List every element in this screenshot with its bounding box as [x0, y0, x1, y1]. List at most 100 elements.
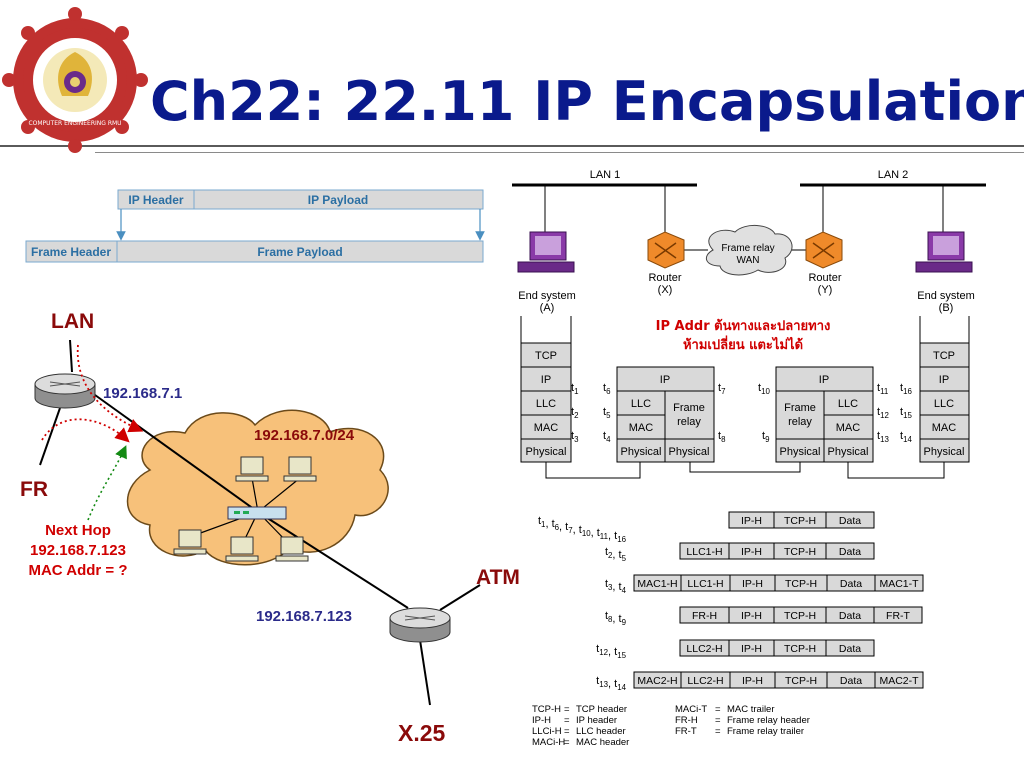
frame-relay-cloud: Frame relay WAN [705, 225, 793, 276]
y-mac: MAC [836, 422, 861, 434]
frame-bar: Frame Header Frame Payload [25, 240, 484, 263]
legend-abbr: FR-H [675, 715, 698, 726]
time-mark-t13: t13 [877, 430, 889, 444]
router-y-icon [805, 231, 843, 269]
x-fr-line1: Frame [673, 402, 705, 414]
lan2-label: LAN 2 [878, 169, 909, 181]
pdu-cell-label: IP-H [742, 578, 763, 590]
y-llc: LLC [838, 398, 858, 410]
atm-label: ATM [476, 566, 520, 589]
b-llc: LLC [934, 398, 954, 410]
end-a-line2: (A) [540, 302, 555, 314]
y-fr-physical: Physical [780, 446, 821, 458]
time-mark-t14: t14 [900, 430, 912, 444]
pdu-cell-label: MAC2-T [879, 675, 919, 687]
time-mark-t9: t9 [762, 430, 770, 444]
next-hop-line3: MAC Addr = ? [28, 562, 127, 579]
legend-abbr: LLCi-H [532, 726, 562, 737]
time-mark-t5: t5 [603, 406, 611, 420]
time-mark-t7: t7 [718, 382, 725, 396]
pdu-row-label: t12, t15 [596, 643, 626, 660]
router1-ip-label: 192.168.7.1 [103, 385, 182, 402]
legend-eq: = [715, 704, 721, 715]
pdu-cell-label: MAC2-H [637, 675, 677, 687]
legend-abbr: MACi-H [532, 737, 565, 748]
x-mac: MAC [629, 422, 654, 434]
pdu-cell-label: MAC1-H [637, 578, 677, 590]
pdu-cell-label: TCP-H [784, 515, 816, 527]
y-physical: Physical [828, 446, 869, 458]
x-llc: LLC [631, 398, 651, 410]
ip-addr-note-line2: ห้ามเปลี่ยน แตะไม่ได้ [683, 335, 803, 353]
x-physical: Physical [621, 446, 662, 458]
a-tcp: TCP [535, 350, 557, 362]
fr-wan-line1: Frame relay [721, 243, 774, 254]
pdu-cell [825, 542, 875, 560]
pdu-cell-label: TCP-H [784, 610, 816, 622]
pdu-cell-label: Data [839, 610, 861, 622]
pdu-row-label: t3, t4 [605, 578, 627, 595]
legend-desc: LLC header [576, 726, 626, 737]
router-icon-left [34, 373, 96, 409]
b-ip: IP [939, 374, 949, 386]
pdu-cell-label: IP-H [742, 675, 763, 687]
stack-end-b: TCP IP LLC MAC Physical [919, 342, 970, 463]
time-mark-t6: t6 [603, 382, 611, 396]
pdu-cell-label: IP-H [741, 546, 762, 558]
time-mark-t3: t3 [571, 430, 579, 444]
pdu-cell-label: LLC2-H [687, 675, 723, 687]
pdu-cell-label: LLC2-H [686, 643, 722, 655]
pdu-cell [873, 606, 923, 624]
end-b-line1: End system [917, 290, 974, 302]
pdu-cell [825, 639, 875, 657]
next-hop-line2: 192.168.7.123 [30, 542, 126, 559]
legend-eq: = [564, 737, 570, 748]
pdu-cell-label: IP-H [741, 610, 762, 622]
router-y-line2: (Y) [818, 284, 833, 296]
legend-desc: Frame relay header [727, 715, 810, 726]
time-mark-t2: t2 [571, 406, 578, 420]
end-a-line1: End system [518, 290, 575, 302]
end-b-line2: (B) [939, 302, 954, 314]
a-physical: Physical [526, 446, 567, 458]
pdu-cell-label: Data [839, 515, 861, 527]
pdu-cell-label: Data [840, 578, 862, 590]
time-mark-t1: t1 [571, 382, 579, 396]
lan-hosts [173, 456, 317, 562]
computer-icon-a [517, 231, 575, 273]
pdu-cell-label: FR-T [886, 610, 910, 622]
x-fr-physical: Physical [669, 446, 710, 458]
pdu-cell-label: Data [839, 546, 861, 558]
router-x-line1: Router [648, 272, 681, 284]
time-mark-t15: t15 [900, 406, 912, 420]
a-llc: LLC [536, 398, 556, 410]
time-mark-t16: t16 [900, 382, 912, 396]
pdu-cell-label: TCP-H [785, 578, 817, 590]
legend-desc: TCP header [576, 704, 627, 715]
legend-eq: = [564, 726, 570, 737]
y-fr-line2: relay [788, 416, 812, 428]
lan-cloud [126, 409, 389, 566]
pdu-cell [874, 671, 924, 689]
frame-header-label: Frame Header [31, 245, 111, 259]
legend-abbr: IP-H [532, 715, 551, 726]
pdu-cell [825, 511, 875, 529]
slide-title: Ch22: 22.11 IP Encapsulation [150, 70, 1024, 133]
pdu-row-label: t13, t14 [596, 675, 626, 692]
y-fr-line1: Frame [784, 402, 816, 414]
frame-payload-label: Frame Payload [257, 245, 342, 259]
b-tcp: TCP [933, 350, 955, 362]
b-mac: MAC [932, 422, 957, 434]
a-mac: MAC [534, 422, 559, 434]
legend-abbr: TCP-H [532, 704, 561, 715]
computer-icon-b [915, 231, 973, 273]
legend-desc: MAC header [576, 737, 629, 748]
time-mark-t11: t11 [877, 382, 889, 396]
fr-wan-line2: WAN [737, 255, 760, 266]
